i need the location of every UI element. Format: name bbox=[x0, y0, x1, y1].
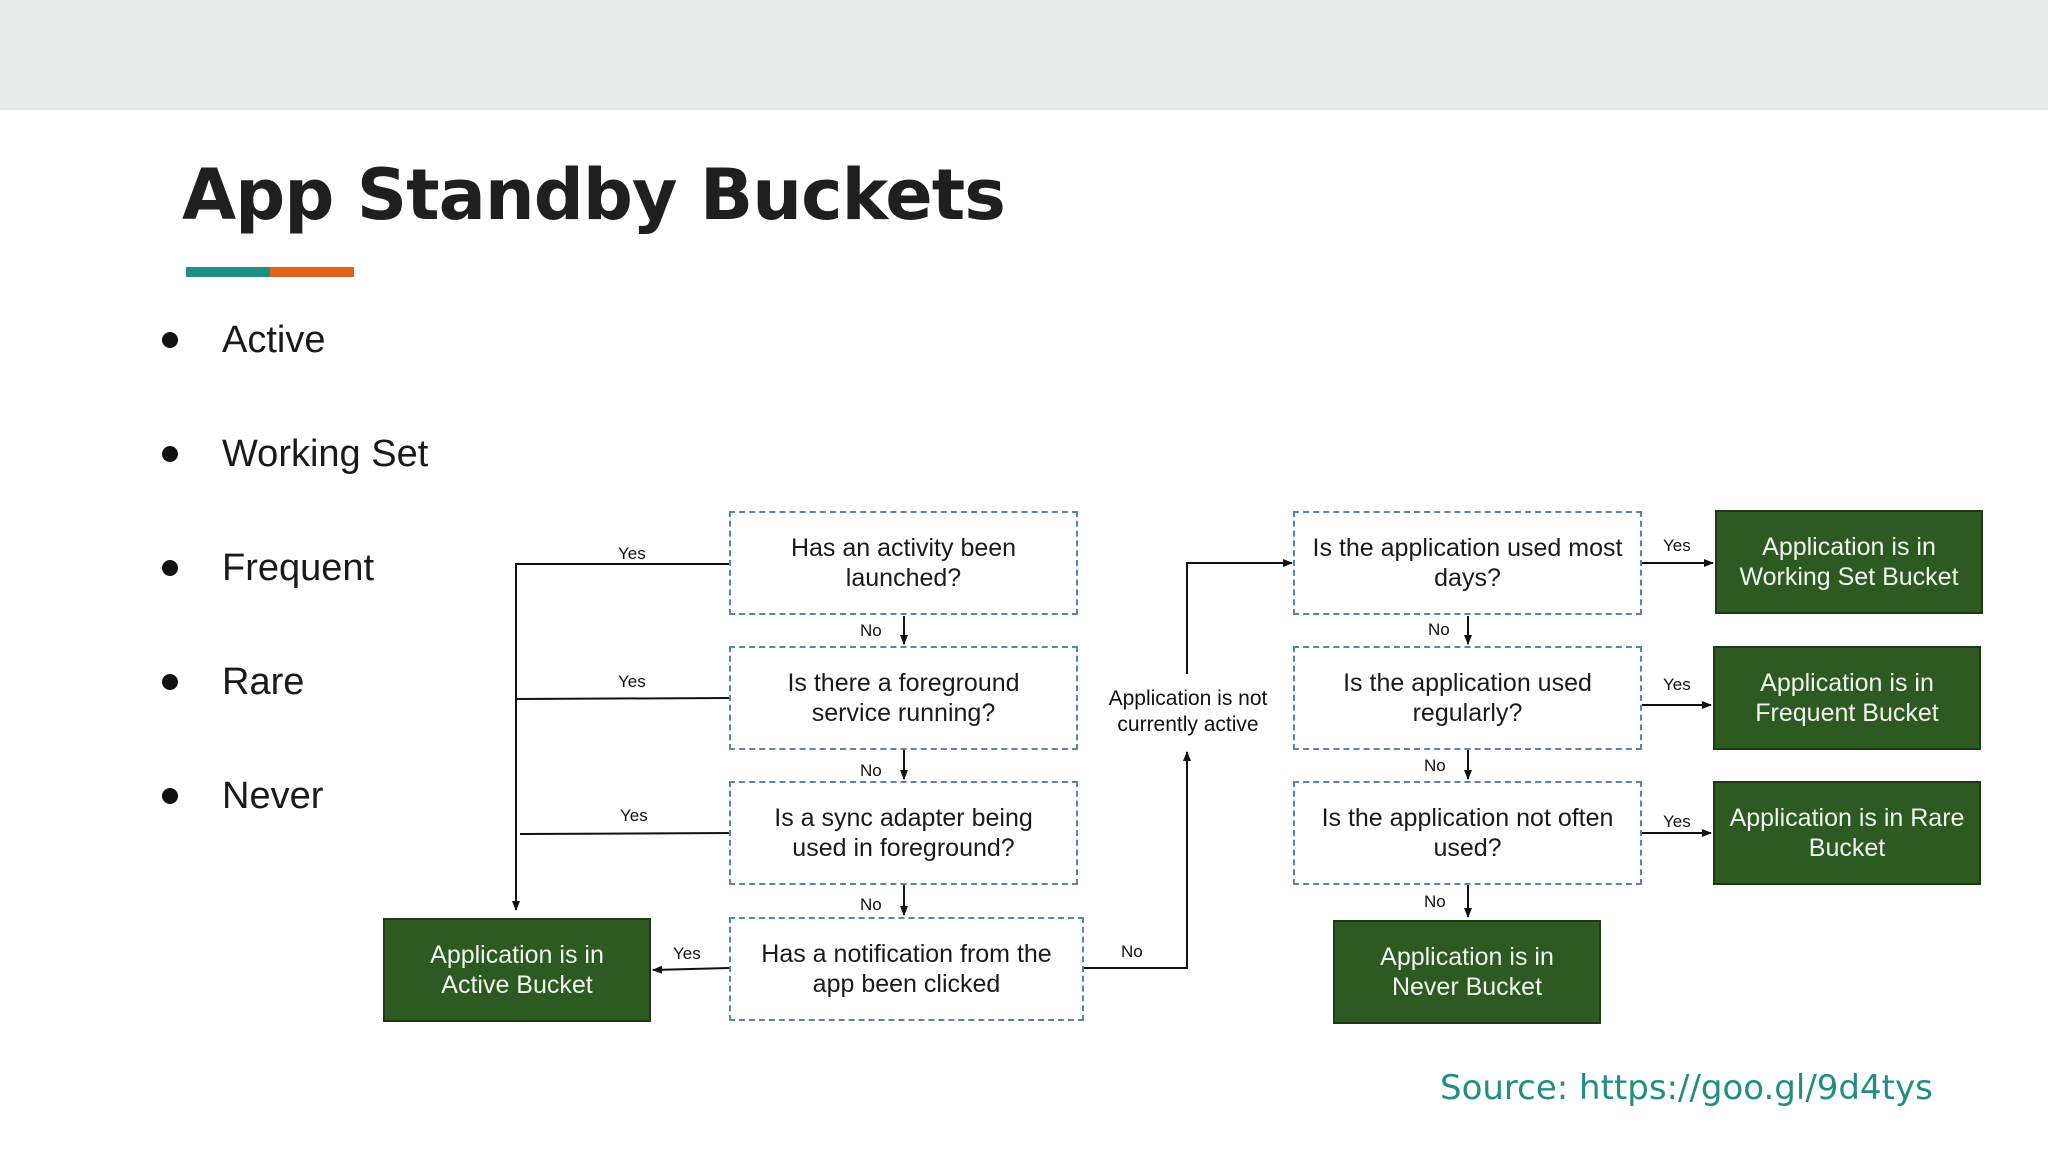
connector-to-right-column bbox=[1186, 559, 1293, 674]
bucket-working-set: Application is in Working Set Bucket bbox=[1715, 510, 1983, 614]
bullet-item: Working Set bbox=[160, 422, 428, 536]
bucket-frequent: Application is in Frequent Bucket bbox=[1713, 646, 1981, 750]
not-active-note: Application is not currently active bbox=[1108, 687, 1268, 736]
question-notification-clicked: Has a notification from the app been cli… bbox=[729, 917, 1084, 1021]
bucket-active: Application is in Active Bucket bbox=[383, 918, 651, 1022]
edge-label-yes: Yes bbox=[673, 944, 701, 963]
edge-label-yes: Yes bbox=[1663, 812, 1691, 831]
edge-label-no: No bbox=[860, 761, 882, 780]
yes-connector-service bbox=[515, 697, 730, 700]
edge-label-no: No bbox=[1424, 892, 1446, 911]
edge-label-no: No bbox=[860, 895, 882, 914]
bullet-item: Rare bbox=[160, 650, 428, 764]
edge-label-yes: Yes bbox=[1663, 536, 1691, 555]
question-foreground-service: Is there a foreground service running? bbox=[729, 646, 1078, 750]
bullet-item: Never bbox=[160, 764, 428, 878]
question-not-often-used: Is the application not often used? bbox=[1293, 781, 1642, 885]
bullet-dot bbox=[162, 560, 178, 576]
bullet-item: Frequent bbox=[160, 536, 428, 650]
question-activity-launched: Has an activity been launched? bbox=[729, 511, 1078, 615]
bucket-rare: Application is in Rare Bucket bbox=[1713, 781, 1981, 885]
edge-label-no: No bbox=[1121, 942, 1143, 961]
no-connector-notification bbox=[1084, 751, 1191, 969]
title-underline-teal bbox=[186, 267, 270, 277]
bucket-never: Application is in Never Bucket bbox=[1333, 920, 1601, 1024]
yes-connector-activity bbox=[512, 563, 729, 911]
page-title: App Standby Buckets bbox=[182, 154, 1006, 236]
bullet-dot bbox=[162, 788, 178, 804]
edge-label-no: No bbox=[860, 621, 882, 640]
bullet-dot bbox=[162, 674, 178, 690]
bullet-item: Active bbox=[160, 308, 428, 422]
edge-label-no: No bbox=[1428, 620, 1450, 639]
yes-connector-sync bbox=[519, 832, 734, 835]
source-link[interactable]: Source: https://goo.gl/9d4tys bbox=[1440, 1068, 1933, 1108]
bucket-list: Active Working Set Frequent Rare Never bbox=[160, 308, 428, 878]
question-sync-adapter: Is a sync adapter being used in foregrou… bbox=[729, 781, 1078, 885]
question-used-regularly: Is the application used regularly? bbox=[1293, 646, 1642, 750]
bullet-dot bbox=[162, 446, 178, 462]
title-underline-orange bbox=[270, 267, 354, 277]
edge-label-yes: Yes bbox=[618, 544, 646, 563]
yes-connector-notification bbox=[652, 965, 730, 974]
question-used-most-days: Is the application used most days? bbox=[1293, 511, 1642, 615]
edge-label-yes: Yes bbox=[620, 806, 648, 825]
edge-label-yes: Yes bbox=[618, 672, 646, 691]
bullet-dot bbox=[162, 332, 178, 348]
edge-label-yes: Yes bbox=[1663, 675, 1691, 694]
edge-label-no: No bbox=[1424, 756, 1446, 775]
top-band bbox=[0, 0, 2048, 110]
